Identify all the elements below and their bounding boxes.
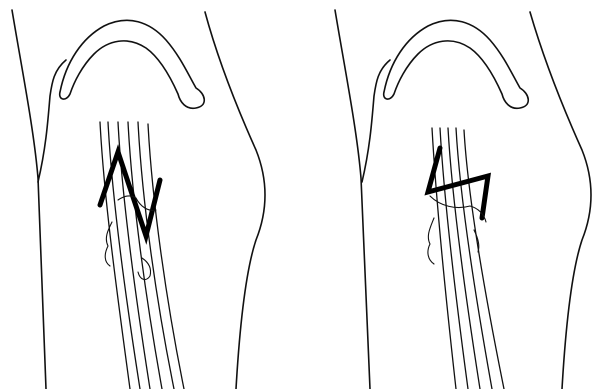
- loop-shape-right: [384, 20, 529, 108]
- loop-shape-left: [60, 20, 205, 108]
- strand-4: [128, 122, 162, 389]
- body-contour-right-outer: [205, 12, 265, 389]
- flap-line-right-2: [428, 218, 434, 264]
- strand-r3: [448, 128, 480, 389]
- panel-right: [335, 10, 591, 389]
- body-contour-left-outer-2: [335, 10, 370, 389]
- body-fold-left: [38, 60, 66, 182]
- body-contour-left-outer: [12, 10, 46, 389]
- body-contour-right-outer-2: [530, 12, 591, 389]
- panel-left: [12, 10, 265, 389]
- body-fold-right: [362, 60, 390, 182]
- strand-r2: [440, 128, 468, 389]
